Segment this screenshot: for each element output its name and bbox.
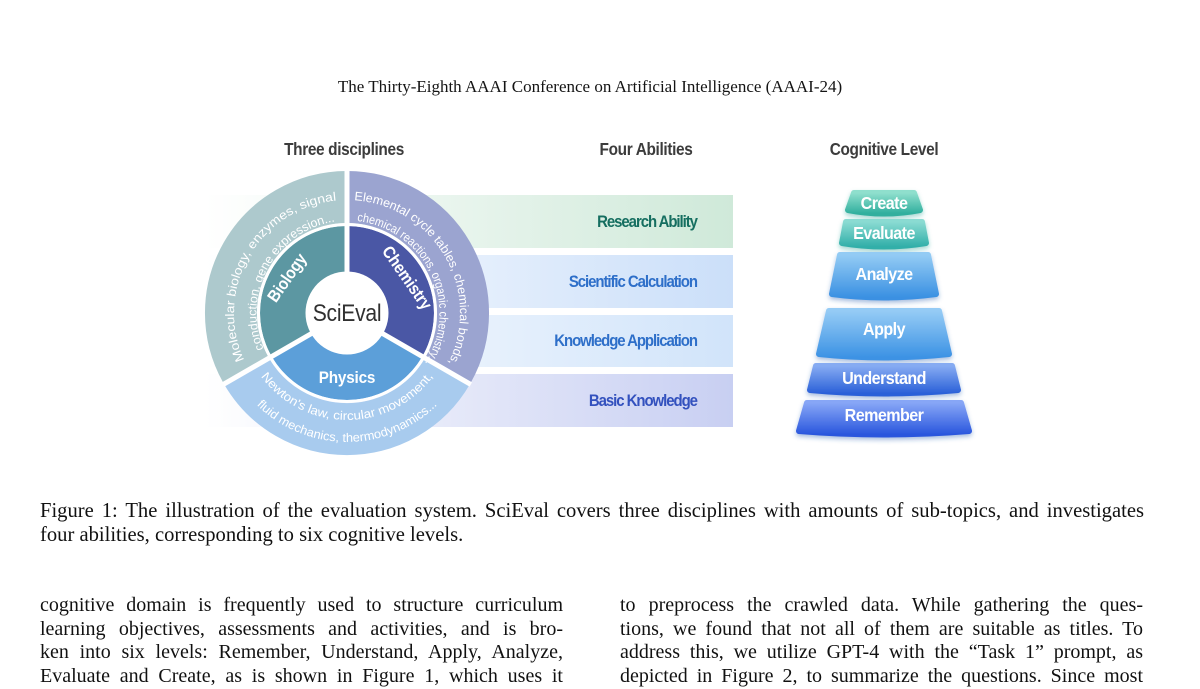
ability-label: Knowledge Application [554,331,698,350]
separator-right [378,329,473,387]
donut-hole [305,271,389,355]
disciplines-title: Three disciplines [284,139,404,159]
level-label-apply: Apply [863,319,906,339]
body-line: depicted in Figure 2, to summarize the q… [620,665,1143,688]
body-line: tions, we found that not all of them are… [620,617,1143,640]
body-line: address this, we utilize GPT-4 with the … [620,641,1143,664]
cognitive-pyramid: Create Evaluate Analyze Apply Understand… [796,190,972,438]
disciplines-donut: SciEval Biology Chemistry Physics Molecu… [204,170,490,456]
ring-gap [257,223,437,403]
figure-caption: Figure 1: The illustration of the evalua… [40,499,1144,548]
caption-line: four abilities, corresponding to six cog… [40,524,464,547]
body-line: to preprocess the crawled data. While ga… [620,594,1143,616]
ability-label: Basic Knowledge [588,391,698,410]
physics-segment [271,332,423,400]
body-line: learning objectives, assessments and act… [40,617,563,640]
pyramid-level-analyze [829,252,939,301]
conference-header: The Thirty-Eighth AAAI Conference on Art… [337,77,843,96]
body-line: cognitive domain is frequently used to s… [40,594,563,616]
chemistry-outer-ring [346,171,490,384]
biology-segment [260,226,349,357]
ability-label: Research Ability [597,212,698,231]
level-label-create: Create [861,193,908,213]
pyramid-level-remember [796,400,972,438]
body-line: ken into six levels: Remember, Understan… [40,641,563,664]
level-label-understand: Understand [842,368,926,388]
pyramid-level-apply [816,308,952,361]
pyramid-level-create [845,190,923,217]
chemistry-segment [345,226,434,357]
cognitive-title: Cognitive Level [829,139,939,159]
physics-label: Physics [319,368,376,387]
level-label-evaluate: Evaluate [853,223,915,243]
caption-line: Figure 1: The illustration of the evalua… [40,500,1144,522]
separator-left [221,329,316,387]
body-line: Evaluate and Create, as is shown in Figu… [40,665,563,688]
abilities-title: Four Abilities [599,139,693,159]
biology-outer-ring [204,171,348,384]
level-label-analyze: Analyze [856,264,913,284]
physics-outer-ring [223,357,471,456]
pyramid-level-evaluate [839,219,929,250]
ability-label: Scientific Calculation [568,272,698,291]
level-label-remember: Remember [845,405,925,425]
pyramid-level-understand [807,363,961,397]
scieval-label: SciEval [313,300,382,327]
